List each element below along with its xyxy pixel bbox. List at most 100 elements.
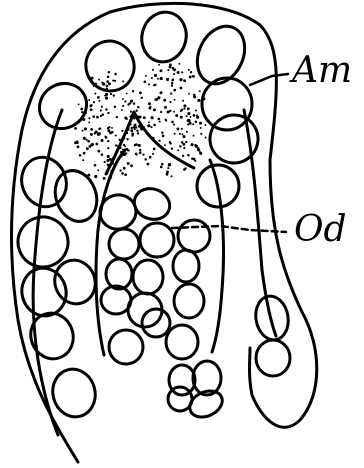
stipple-dot [192,123,194,125]
cell [79,34,141,97]
stipple-dot [106,159,109,162]
stipple-dot [85,139,87,141]
stipple-dot [179,133,181,135]
stipple-dot [103,177,106,180]
stipple-dot [147,124,150,127]
stipple-dot [112,80,114,82]
stipple-dot [111,163,113,165]
stipple-dot [161,132,163,134]
cell [109,330,143,364]
stipple-dot [125,152,127,154]
stipple-dot [127,128,130,131]
stipple-dot [136,110,138,112]
cell [174,284,204,318]
stipple-dot [137,132,139,134]
stipple-dot [121,172,124,175]
stipple-dot [136,154,138,156]
stipple-dot [163,99,166,102]
stipple-dot [122,105,124,107]
stipple-dot [90,133,93,136]
stipple-dot [106,80,109,83]
stipple-dot [154,74,157,77]
stipple-dot [115,134,117,136]
stipple-dot [167,110,170,113]
stipple-dot [78,103,80,105]
cell [48,364,101,421]
stipple-dot [83,137,86,140]
stipple-dot [120,151,123,154]
stipple-dot [181,128,183,130]
stipple-dot [121,109,123,111]
cell [17,263,72,321]
stipple-dot [193,95,196,98]
stipple-dot [100,115,102,117]
stipple-dot [90,108,93,111]
stipple-dot [123,137,126,140]
stipple-dot [82,159,84,161]
cell [140,223,174,257]
stipple-dot [119,139,121,141]
stipple-dot [130,111,132,113]
stipple-dot [173,73,175,75]
stipple-dot [98,132,101,135]
stipple-dot [104,161,106,163]
stipple-dot [132,90,134,92]
stipple-dot [169,63,172,66]
stipple-dot [108,71,110,73]
od-leader-line [172,226,286,232]
stipple-dot [137,119,139,121]
stipple-dot [79,154,82,157]
stipple-dot [160,77,163,80]
stipple-dot [192,75,195,78]
stipple-dot [183,104,186,107]
stipple-dot [138,116,140,118]
stipple-dot [144,158,147,161]
cell [11,210,75,274]
stipple-dot [180,86,183,89]
stipple-dot [126,138,128,140]
stipple-dot [185,141,187,143]
stipple-dot [153,124,156,127]
cell [136,7,191,67]
stipple-dot [195,109,197,111]
stipple-dot [108,176,111,179]
stipple-dot [139,92,142,95]
stipple-dot [183,143,186,146]
stipple-dot [197,148,200,151]
stipple-dot [169,101,171,103]
stipple-dot [107,140,109,142]
stipple-dot [153,148,156,151]
stipple-dot [114,105,116,107]
stipple-dot [186,115,188,117]
stipple-dot [152,153,154,155]
stipple-dot [158,140,160,142]
stipple-dot [87,140,90,143]
stipple-dot [134,124,136,126]
stipple-dot [148,83,150,85]
stipple-dot [106,85,109,88]
inner-central-right-boundary [210,160,224,352]
stipple-dot [178,63,180,65]
stipple-dot [199,152,202,155]
stipple-dot [105,108,107,110]
stipple-dot [81,111,83,113]
stipple-dot [200,133,202,135]
stipple-dot [124,173,127,176]
stipple-dot [114,80,116,82]
stipple-dot [167,69,169,71]
cell [188,19,253,92]
stipple-dot [193,135,195,137]
stipple-dot [181,141,184,144]
stipple-dot [169,141,171,143]
stipple-dot [104,95,106,97]
stipple-dot [139,149,141,151]
stipple-dot [183,147,185,149]
cell [178,220,210,252]
stipple-dot [124,100,126,102]
stipple-dot [160,69,163,72]
stipple-dot [174,68,176,70]
stipple-dot [122,149,124,151]
stipple-dot [77,145,80,148]
stipple-dot [179,145,181,147]
stipple-dot [138,144,141,147]
